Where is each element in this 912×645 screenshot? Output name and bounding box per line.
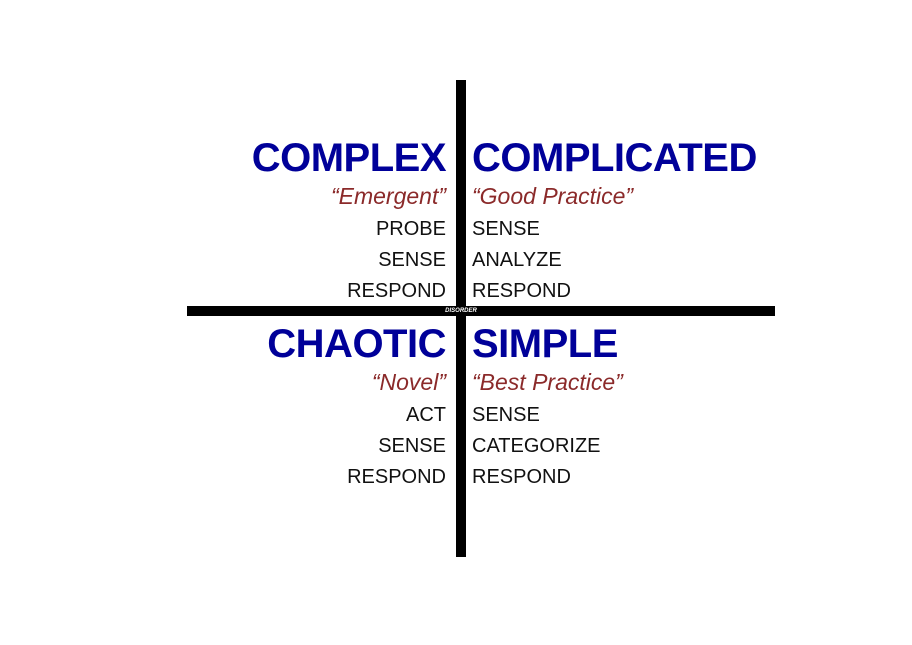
step: ANALYZE [472, 249, 562, 271]
step: SENSE [472, 218, 540, 240]
quadrant-chaotic: CHAOTIC “Novel” ACT SENSE RESPOND [116, 320, 446, 493]
step: RESPOND [472, 280, 571, 302]
quadrant-subtitle: “Good Practice” [472, 183, 634, 209]
step: RESPOND [347, 466, 446, 488]
step: ACT [406, 404, 446, 426]
quadrant-title: SIMPLE [472, 322, 618, 366]
disorder-label: DISORDER [445, 308, 477, 314]
quadrant-complex: COMPLEX “Emergent” PROBE SENSE RESPOND [116, 134, 447, 307]
step: PROBE [375, 218, 446, 240]
quadrant-complicated: COMPLICATED “Good Practice” SENSE ANALYZ… [472, 134, 802, 307]
step: CATEGORIZE [472, 435, 601, 457]
quadrant-subtitle: “Novel” [371, 369, 446, 395]
quadrant-title: COMPLICATED [472, 136, 757, 180]
quadrant-title: CHAOTIC [267, 322, 446, 366]
quadrant-subtitle: “Best Practice” [472, 369, 623, 395]
step: SENSE [472, 404, 540, 426]
quadrant-subtitle: “Emergent” [330, 183, 446, 209]
step: SENSE [378, 435, 446, 457]
step: RESPOND [472, 466, 571, 488]
vertical-axis [456, 80, 466, 557]
quadrant-simple: SIMPLE “Best Practice” SENSE CATEGORIZE … [472, 320, 802, 493]
quadrant-title: COMPLEX [251, 136, 447, 180]
horizontal-axis [187, 306, 775, 316]
step: SENSE [378, 249, 446, 271]
step: RESPOND [347, 280, 446, 302]
